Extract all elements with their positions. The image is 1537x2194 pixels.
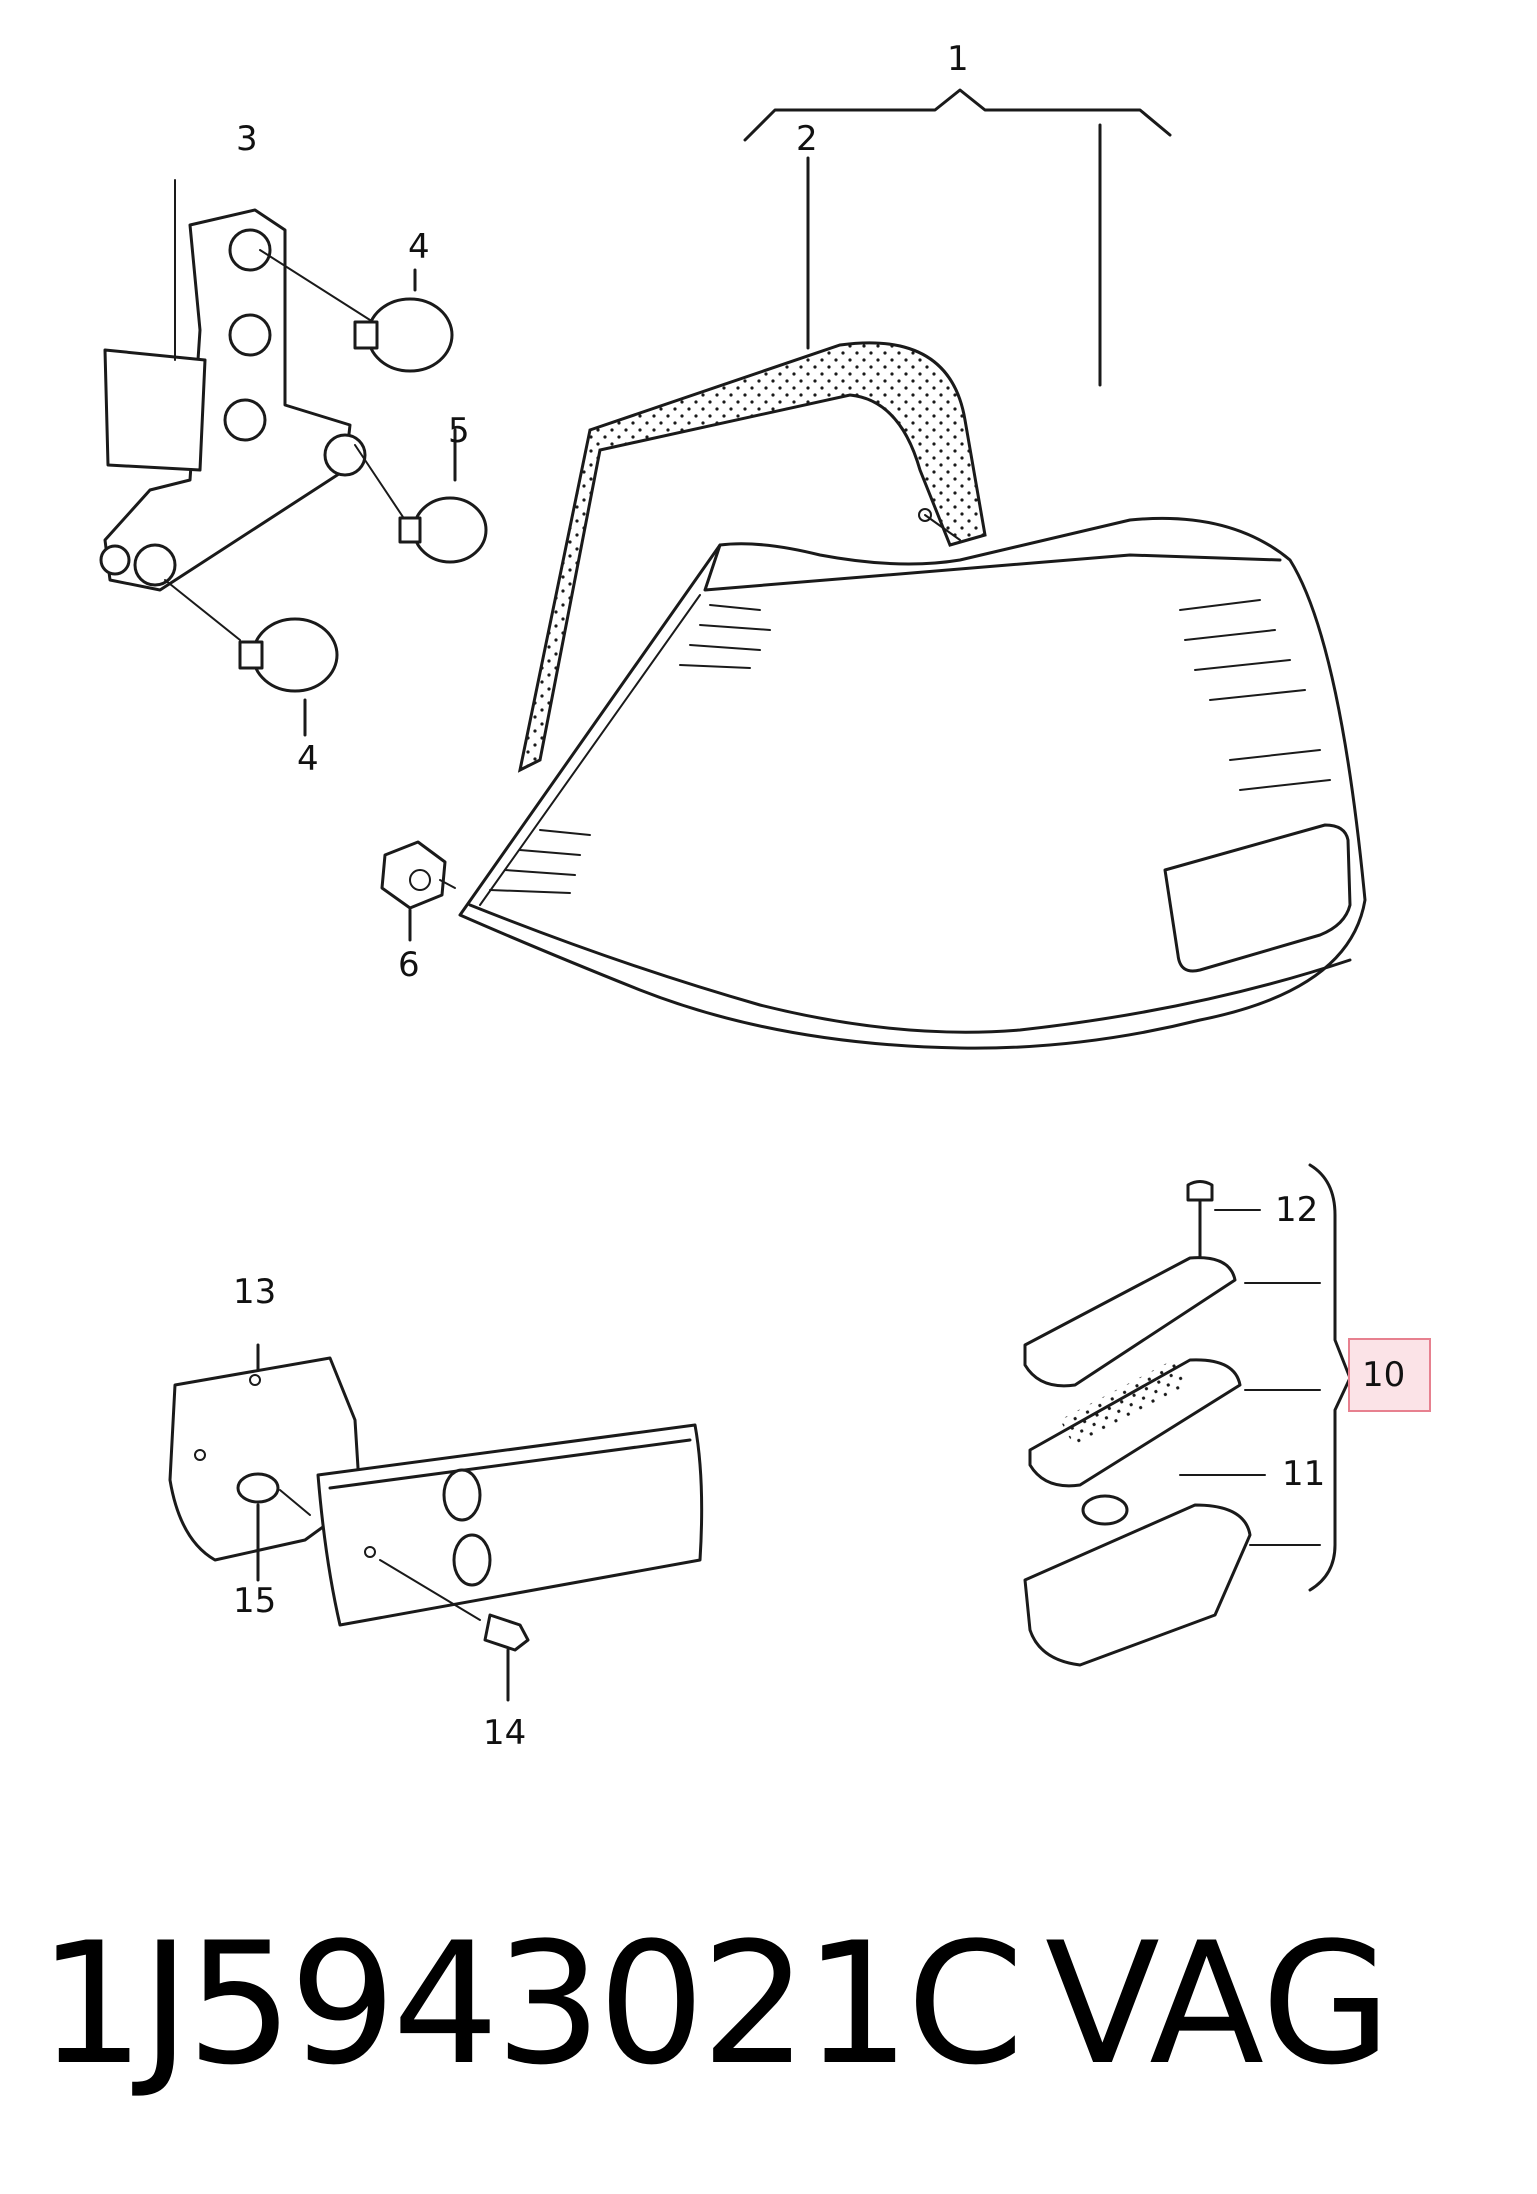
callout-11: 11 [1282,1454,1326,1494]
callout-10-highlight [1348,1338,1431,1412]
callout-10: 10 [1362,1355,1406,1395]
callout-2: 2 [796,119,818,159]
callout-1: 1 [947,39,969,79]
callout-5: 5 [448,411,470,451]
callout-12: 12 [1275,1190,1319,1230]
callout-13: 13 [233,1272,277,1312]
callout-4-top: 4 [408,227,430,267]
tail-light-gasket [517,341,987,773]
bulbs [164,249,488,737]
callout-6: 6 [398,945,420,985]
tail-light-housing [458,516,1367,1050]
callout-15: 15 [233,1581,277,1621]
part-number: 1J5943021C [38,1906,1024,2102]
callout-3: 3 [236,119,258,159]
bulb-holder [99,179,367,592]
license-plate-lamp-panel [168,1343,704,1702]
callout-4-bottom: 4 [297,739,319,779]
callout-14: 14 [483,1713,527,1753]
nut [380,840,456,942]
license-lamp-assembly [1023,1163,1352,1667]
brand-label: VAG [1045,1906,1392,2102]
bracket-item-1 [743,88,1172,387]
